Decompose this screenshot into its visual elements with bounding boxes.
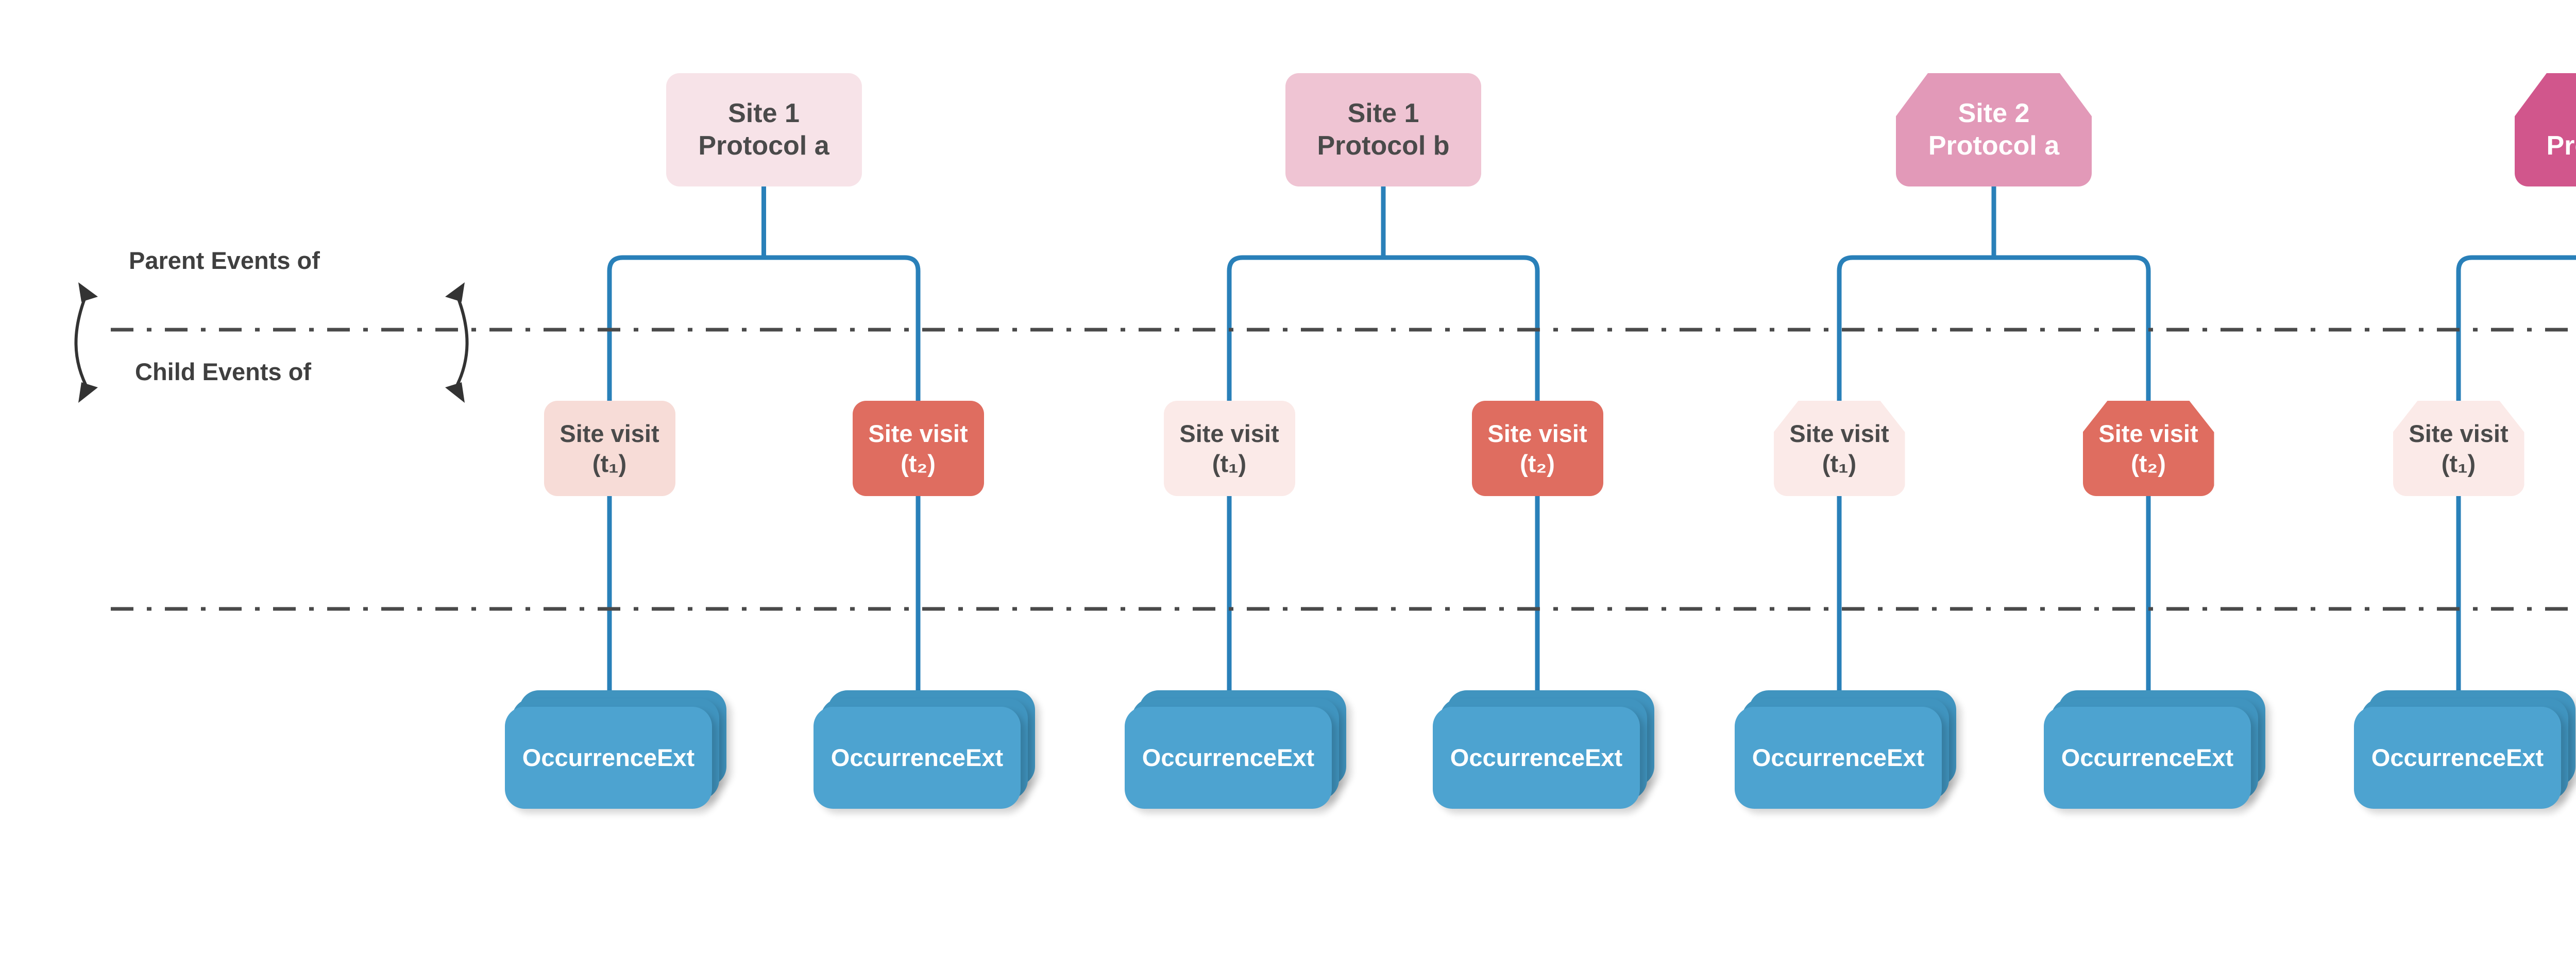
occurrence-card-front[interactable]: OccurrenceExt [2354, 707, 2561, 809]
arrowhead-right-up-icon [445, 282, 465, 302]
site-visit-label-time: (t₁) [1212, 449, 1247, 477]
occurrence-stack-site2-b-visit-t1[interactable]: OccurrenceExt [2354, 690, 2575, 809]
protocol-label-line2: Protocol b [2546, 131, 2575, 161]
legend-child-events-label: Child Events of [135, 358, 312, 385]
occurrence-label-line1: Occurrence [2371, 743, 2506, 771]
occurrence-label-line2: Ext [2506, 743, 2544, 771]
occurrence-card-front[interactable]: OccurrenceExt [1125, 707, 1332, 809]
site-visit-label-time: (t₁) [2441, 449, 2476, 477]
site-visit-node-site1-a-visit-t2[interactable]: Site visit(t₂) [852, 401, 984, 496]
occurrence-label-line2: Ext [965, 743, 1004, 771]
site-visit-node-site2-a-visit-t1[interactable]: Site visit(t₁) [1774, 401, 1905, 496]
site-visit-node-site2-a-visit-t2[interactable]: Site visit(t₂) [2083, 401, 2214, 496]
site-visit-label-line1: Site visit [2409, 420, 2509, 448]
occurrence-label-line2: Ext [1887, 743, 1925, 771]
parent-child-connectors [607, 184, 2576, 403]
arrowhead-left-down-icon [78, 382, 98, 403]
site-visit-label-time: (t₂) [901, 449, 936, 477]
occurrence-stack-site2-a-visit-t2[interactable]: OccurrenceExt [2044, 690, 2265, 809]
occurrence-card-front[interactable]: OccurrenceExt [505, 707, 712, 809]
site-visit-node-site2-b-visit-t1[interactable]: Site visit(t₁) [2393, 401, 2524, 496]
arrowhead-left-up-icon [78, 282, 98, 302]
site-visit-label-line1: Site visit [868, 420, 968, 448]
occurrence-stack-site1-a-visit-t1[interactable]: OccurrenceExt [505, 690, 726, 809]
occurrence-label-line1: Occurrence [1450, 743, 1585, 771]
protocol-label-line1: Site 1 [728, 98, 800, 128]
site-visit-node-site1-a-visit-t1[interactable]: Site visit(t₁) [544, 401, 675, 496]
occurrence-stack-site1-b-visit-t1[interactable]: OccurrenceExt [1125, 690, 1346, 809]
site-visit-label-time: (t₂) [1520, 449, 1555, 477]
site-visit-node-site1-b-visit-t1[interactable]: Site visit(t₁) [1163, 401, 1295, 496]
protocol-label-line1: Site 2 [1958, 98, 2030, 128]
site-visit-label-line1: Site visit [1179, 420, 1279, 448]
occurrence-stack-site1-b-visit-t2[interactable]: OccurrenceExt [1433, 690, 1654, 809]
occurrence-label-line1: Occurrence [831, 743, 966, 771]
site-visit-label-line1: Site visit [560, 420, 659, 448]
occurrence-label-line1: Occurrence [1752, 743, 1887, 771]
occurrence-label-line1: Occurrence [522, 743, 657, 771]
site-visit-label-time: (t₁) [592, 449, 627, 477]
site-visit-label-line1: Site visit [1789, 420, 1889, 448]
protocol-label-line1: Site 1 [1347, 98, 1419, 128]
site-visit-label-line1: Site visit [1487, 420, 1587, 448]
occurrence-card-front[interactable]: OccurrenceExt [1735, 707, 1942, 809]
visit-occurrence-connectors [607, 496, 2461, 695]
occurrence-label-line2: Ext [1585, 743, 1623, 771]
site-visit-label-line1: Site visit [2098, 420, 2198, 448]
site-visit-node-site1-b-visit-t2[interactable]: Site visit(t₂) [1471, 401, 1603, 496]
site-visit-label-time: (t₁) [1822, 449, 1857, 477]
double-arrow-left-icon [74, 293, 90, 392]
occurrence-label-line2: Ext [2196, 743, 2234, 771]
site-visit-label-time: (t₂) [2131, 449, 2166, 477]
protocol-label-line2: Protocol b [1317, 131, 1450, 161]
occurrence-stack-site2-a-visit-t1[interactable]: OccurrenceExt [1735, 690, 1956, 809]
occurrence-label-line1: Occurrence [1142, 743, 1277, 771]
occurrence-card-front[interactable]: OccurrenceExt [814, 707, 1021, 809]
protocol-label-line2: Protocol a [1928, 131, 2060, 161]
occurrence-label-line1: Occurrence [2061, 743, 2196, 771]
occurrence-card-front[interactable]: OccurrenceExt [1433, 707, 1640, 809]
arrowhead-right-down-icon [445, 382, 465, 403]
branch-connector-site1-protocol-b [1227, 184, 1540, 403]
branch-connector-site2-protocol-a [1837, 184, 2151, 403]
occurrence-stack-site1-a-visit-t2[interactable]: OccurrenceExt [814, 690, 1035, 809]
branch-connector-site2-protocol-b [2456, 255, 2576, 403]
protocol-label-line2: Protocol a [698, 131, 829, 161]
occurrence-card-front[interactable]: OccurrenceExt [2044, 707, 2251, 809]
branch-connector-site1-protocol-a [607, 184, 921, 403]
occurrence-label-line2: Ext [1277, 743, 1315, 771]
legend-parent-events-label: Parent Events of [129, 247, 320, 274]
double-arrow-right-icon [453, 293, 469, 392]
occurrence-label-line2: Ext [657, 743, 695, 771]
